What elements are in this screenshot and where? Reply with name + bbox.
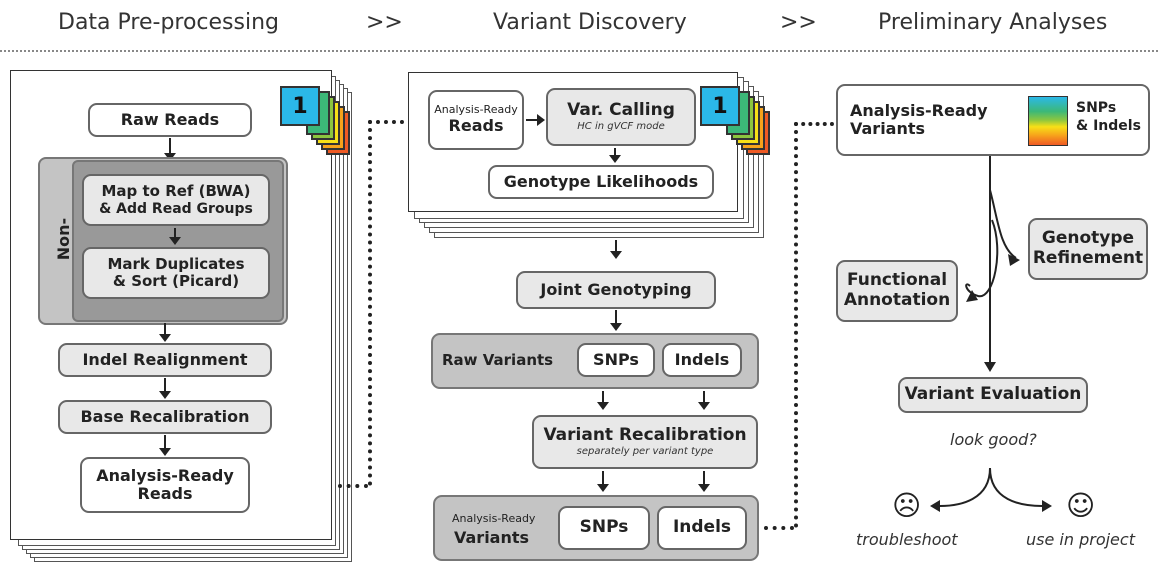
func-ann-line-1: Functional xyxy=(846,270,948,291)
arrow-right xyxy=(526,119,538,121)
ar-variants-label: Analysis-Ready xyxy=(452,512,536,525)
dotted-connector xyxy=(764,526,794,530)
map-line-1: Map to Ref (BWA) xyxy=(101,182,251,201)
arrow xyxy=(159,435,171,456)
ar-variants-line-1: Analysis-Ready xyxy=(850,100,988,120)
mark-duplicates-box: Mark Duplicates & Sort (Picard) xyxy=(82,247,270,299)
branch-genotype-head xyxy=(1008,254,1020,266)
header-separator-1: >> xyxy=(366,10,403,35)
legend-line-1: SNPs xyxy=(1076,100,1117,116)
arrow xyxy=(597,391,609,410)
arrow xyxy=(609,148,621,163)
sad-face-icon: ☹ xyxy=(892,489,922,522)
sample-number-badge: 1 xyxy=(700,86,740,126)
func-ann-line-2: Annotation xyxy=(843,290,951,310)
variant-recal-sub: separately per variant type xyxy=(576,446,714,458)
ar-variants-box: Analysis-Ready Variants xyxy=(836,84,1150,156)
var-calling-box: Var. Calling HC in gVCF mode xyxy=(546,88,696,146)
var-calling-sub: HC in gVCF mode xyxy=(577,121,665,133)
genotype-ref-line-1: Genotype xyxy=(1041,228,1135,249)
arrow xyxy=(159,323,171,342)
map-to-ref-box: Map to Ref (BWA) & Add Read Groups xyxy=(82,174,270,226)
genotype-ref-line-2: Refinement xyxy=(1032,248,1144,268)
branch-use-head xyxy=(1042,500,1052,512)
ar-variants-text: Analysis-Ready Variants xyxy=(850,100,988,139)
arrow xyxy=(698,471,710,492)
troubleshoot-text: troubleshoot xyxy=(856,530,958,549)
raw-reads-box: Raw Reads xyxy=(88,103,252,137)
ar-variants-title: Variants xyxy=(454,528,530,547)
header-divider xyxy=(0,50,1158,52)
dotted-connector xyxy=(368,120,372,486)
indels-box: Indels xyxy=(662,343,742,377)
analysis-ready-reads-box: Analysis-Ready Reads xyxy=(80,457,250,513)
legend-label: SNPs & Indels xyxy=(1076,100,1141,135)
dotted-connector xyxy=(794,122,798,528)
var-calling-label: Var. Calling xyxy=(567,100,675,121)
arrow xyxy=(610,310,622,331)
use-in-project-text: use in project xyxy=(1026,530,1135,549)
map-line-2: & Add Read Groups xyxy=(99,200,253,217)
header-variant-discovery: Variant Discovery xyxy=(493,10,687,35)
base-recalibration-box: Base Recalibration xyxy=(58,400,272,434)
ar-variants-line-2: Variants xyxy=(850,119,926,138)
branch-annotation xyxy=(965,219,999,298)
arrow xyxy=(159,378,171,399)
indels-box-2: Indels xyxy=(657,506,747,550)
ar-reads-line-2: Reads xyxy=(137,484,193,503)
dotted-connector xyxy=(368,120,404,124)
color-gradient-legend xyxy=(1028,96,1068,146)
legend-line-2: & Indels xyxy=(1076,117,1141,134)
genotype-refinement-box: Genotype Refinement xyxy=(1028,218,1148,280)
functional-annotation-box: Functional Annotation xyxy=(836,260,958,322)
sample-number-badge: 1 xyxy=(280,86,320,126)
dup-line-2: & Sort (Picard) xyxy=(112,272,240,290)
arrow-right-head xyxy=(537,114,545,126)
arrow xyxy=(169,228,181,245)
indel-realignment-box: Indel Realignment xyxy=(58,343,272,377)
variant-evaluation-box: Variant Evaluation xyxy=(898,377,1088,413)
variant-recalibration-box: Variant Recalibration separately per var… xyxy=(532,415,758,469)
dup-line-1: Mark Duplicates xyxy=(107,254,245,273)
ar-label: Analysis-Ready xyxy=(434,103,518,117)
genotype-likelihoods-box: Genotype Likelihoods xyxy=(488,165,714,199)
branch-genotype xyxy=(989,189,1017,259)
dotted-connector xyxy=(794,122,834,126)
snps-box-2: SNPs xyxy=(558,506,650,550)
branch-troubleshoot-head xyxy=(930,500,940,512)
arrow xyxy=(698,391,710,410)
arrow xyxy=(597,471,609,492)
snps-box: SNPs xyxy=(577,343,655,377)
branch-troubleshoot xyxy=(939,467,991,507)
trunk-arrowhead xyxy=(984,362,996,372)
variant-recal-label: Variant Recalibration xyxy=(543,425,747,446)
dotted-connector xyxy=(338,484,368,488)
header-preliminary-analyses: Preliminary Analyses xyxy=(878,10,1108,35)
joint-genotyping-box: Joint Genotyping xyxy=(516,271,716,309)
arrow xyxy=(610,240,622,259)
ar-reads-line-1: Analysis-Ready xyxy=(96,465,234,485)
header-preprocessing: Data Pre-processing xyxy=(58,10,279,35)
raw-variants-label: Raw Variants xyxy=(442,351,554,369)
happy-face-icon: ☺ xyxy=(1066,489,1096,522)
ar-reads-box: Analysis-Ready Reads xyxy=(428,90,524,150)
header-separator-2: >> xyxy=(780,10,817,35)
branch-use xyxy=(989,467,1043,507)
branch-annotation-head xyxy=(966,290,978,302)
question-text: look good? xyxy=(950,430,1037,449)
ar-reads: Reads xyxy=(448,116,504,136)
